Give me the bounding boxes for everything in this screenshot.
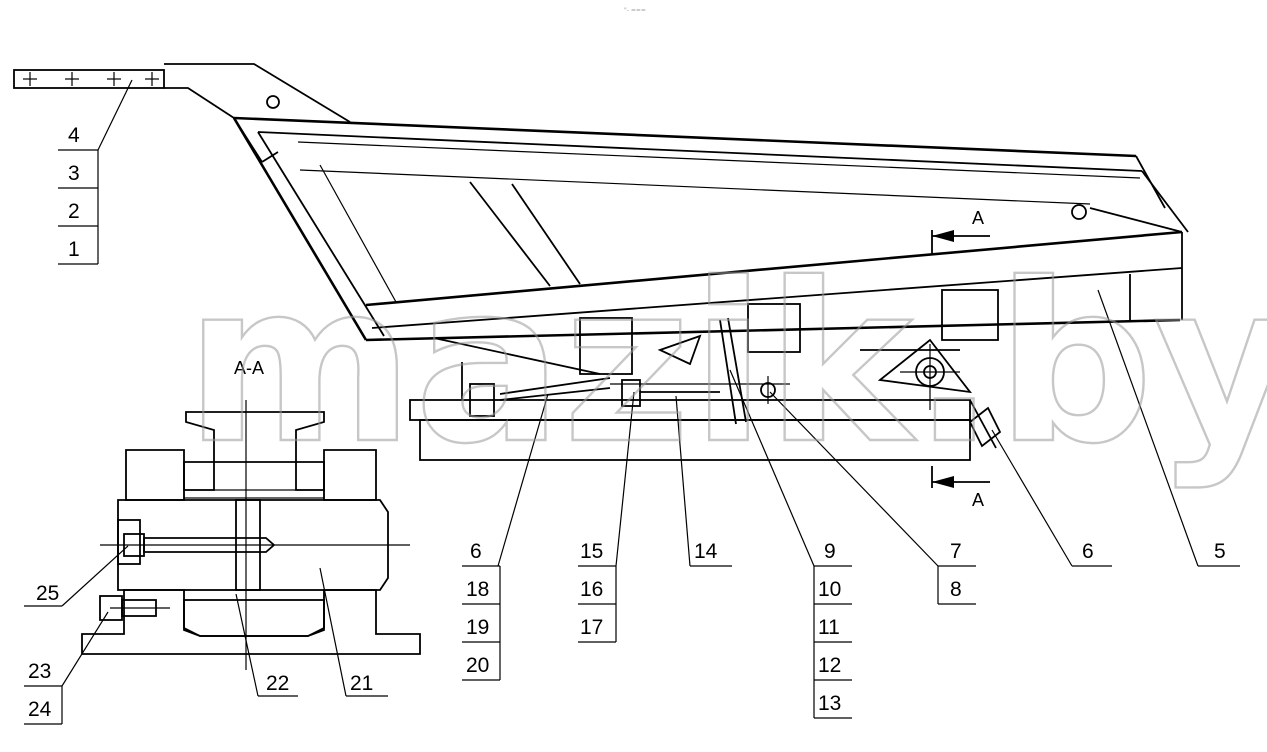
rear-diag: [1089, 207, 1183, 233]
axle-end-recess: [117, 519, 141, 565]
callout-15: 15: [580, 540, 603, 563]
header-mark: "- ===: [624, 7, 646, 14]
leader-lines: [61, 79, 1199, 697]
callout-6-left: 6: [470, 540, 482, 563]
callout-18: 18: [466, 578, 489, 601]
rubber-pad-top: [499, 377, 611, 395]
section-letter-bottom: А: [972, 490, 984, 510]
callout-stack-1-4: 4 3 2 1: [58, 124, 99, 265]
callout-14-label: 14: [694, 540, 718, 563]
lever: [719, 319, 737, 425]
top-rim-inner: [257, 131, 1143, 172]
front-corner: [233, 117, 263, 163]
callout-14: 14: [690, 540, 732, 567]
callout-stack-7-8: 7 8: [937, 540, 976, 605]
callout-6-right: 6: [1072, 540, 1112, 567]
side-rib: [297, 141, 1141, 179]
lower-cavity: [183, 599, 325, 637]
section-arrowhead-top: [932, 230, 954, 242]
section-letter-top: А: [972, 208, 984, 228]
callout-22: 22: [258, 672, 298, 697]
callout-4: 4: [68, 124, 80, 147]
callout-24: 24: [28, 698, 52, 721]
callout-16: 16: [580, 578, 603, 601]
chassis-frame: [409, 317, 1002, 461]
section-view: А-А: [81, 358, 421, 670]
callout-9: 9: [824, 540, 836, 563]
callout-17: 17: [580, 616, 603, 639]
upper-block-left: [125, 449, 185, 501]
floor-top: [365, 230, 1183, 307]
frame-tail: [969, 399, 997, 449]
cab-protector-plate: [13, 69, 165, 89]
dump-body: [13, 63, 1189, 410]
front-slope: [232, 117, 368, 341]
callout-stack-23-24: 23 24: [24, 660, 63, 725]
top-rim: [233, 116, 1137, 158]
lever-edge: [727, 317, 747, 423]
diagonal-brace-left: [469, 181, 551, 287]
callout-5: 5: [1198, 540, 1240, 567]
diagonal-brace-right: [511, 183, 581, 285]
callout-25-label: 25: [36, 582, 59, 605]
cross-member-2: [747, 303, 801, 353]
front-underbrace: [433, 337, 601, 375]
floor-mid: [371, 267, 1183, 329]
front-corner-tip: [261, 151, 279, 163]
callout-5-label: 5: [1214, 540, 1226, 563]
callout-3: 3: [68, 162, 80, 185]
callout-7: 7: [950, 540, 962, 563]
rear-top-edge-inner: [1141, 170, 1189, 233]
callout-6-right-label: 6: [1082, 540, 1094, 563]
callout-23: 23: [28, 660, 51, 683]
front-wall-upper: [164, 63, 351, 123]
lower-base: [81, 589, 421, 655]
front-slope-inner: [257, 131, 385, 337]
callout-21-label: 21: [350, 672, 373, 695]
cross-member-1: [579, 317, 633, 375]
front-wall-lower: [164, 87, 235, 119]
axle-body: [117, 499, 389, 591]
wedge-bracket: [657, 334, 702, 366]
callout-stack-15-17: 15 16 17: [578, 540, 617, 643]
rear-lug: [1071, 204, 1087, 220]
section-arrowhead-bottom: [932, 476, 954, 488]
rear-stop: [968, 406, 1002, 448]
upper-liner: [183, 489, 325, 499]
front-lug: [266, 95, 280, 109]
callout-10: 10: [818, 578, 841, 601]
lower-liner: [183, 589, 325, 601]
cab-protector-bolts: [23, 72, 159, 86]
callout-1: 1: [68, 238, 80, 261]
support-pad: [469, 383, 495, 417]
callout-stack-6-20: 6 18 19 20: [462, 540, 501, 681]
section-title: А-А: [234, 358, 264, 378]
bolt-shank: [143, 537, 276, 553]
callout-stack-9-13: 9 10 11 12 13: [813, 540, 852, 719]
callout-25: 25: [24, 582, 62, 607]
callout-11: 11: [818, 616, 840, 639]
callout-12: 12: [818, 654, 841, 677]
callout-2: 2: [68, 200, 80, 223]
frame-rail: [419, 419, 971, 461]
top-inner-line: [299, 169, 1091, 205]
rubber-pad-bottom: [499, 387, 611, 401]
callout-13: 13: [818, 692, 841, 715]
callout-8: 8: [950, 578, 962, 601]
callout-19: 19: [466, 616, 489, 639]
callout-21: 21: [346, 672, 388, 697]
section-marker: А А: [931, 208, 990, 510]
callout-22-label: 22: [266, 672, 289, 695]
stop-block: [621, 379, 641, 407]
floor-bottom: [365, 318, 1181, 342]
watermark: mazik.by: [185, 236, 1267, 492]
front-strut: [319, 164, 397, 303]
callout-20: 20: [466, 654, 489, 677]
cross-member-3: [941, 289, 999, 341]
